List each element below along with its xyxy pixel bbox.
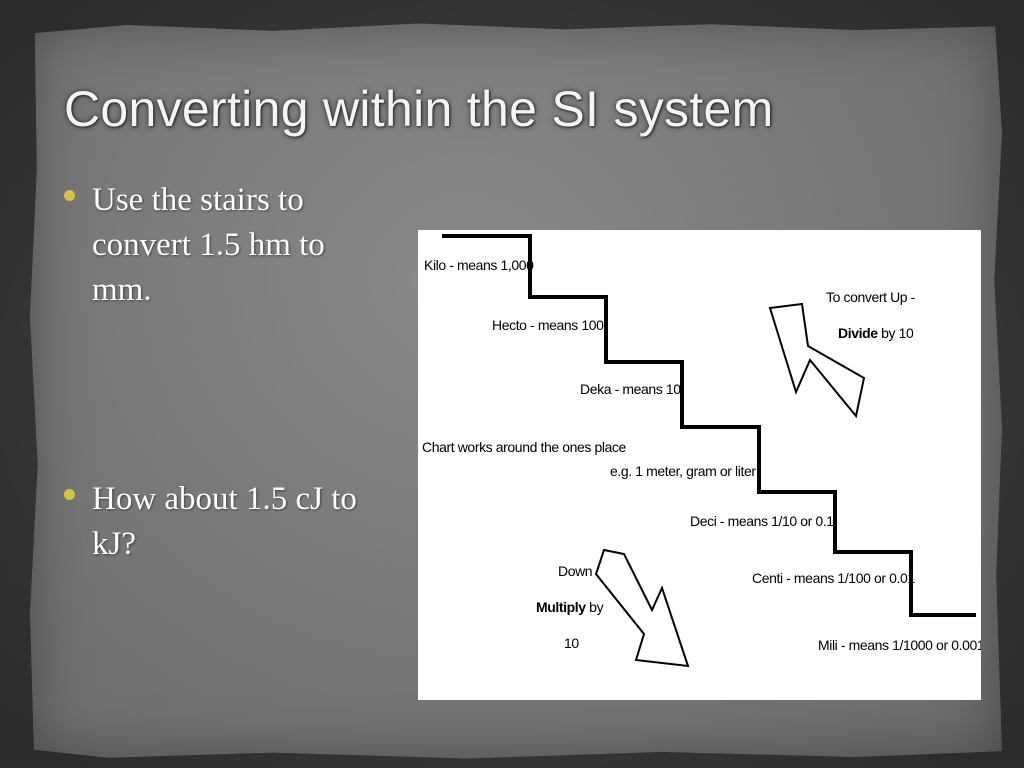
up-arrow-icon xyxy=(768,302,866,419)
staircase-steps xyxy=(442,234,976,617)
up-label-bold: Divide xyxy=(838,325,878,341)
down-label-line3: 10 xyxy=(564,635,579,651)
down-label-line2: Multiply by xyxy=(536,599,604,615)
bullet-dot-icon xyxy=(64,489,75,500)
step-label-hecto: Hecto - means 100 xyxy=(492,317,604,333)
bullet-item: How about 1.5 cJ to kJ? xyxy=(64,477,374,567)
up-label-line1: To convert Up - xyxy=(826,289,916,305)
base-note-line2: e.g. 1 meter, gram or liter xyxy=(610,463,756,479)
bullet-dot-icon xyxy=(64,190,75,201)
stairs-diagram: Kilo - means 1,000 Hecto - means 100 Dek… xyxy=(422,234,981,668)
bullet-text: How about 1.5 cJ to kJ? xyxy=(92,481,357,562)
slide-title: Converting within the SI system xyxy=(64,81,774,137)
bullet-item: Use the stairs to convert 1.5 hm to mm. xyxy=(64,178,374,313)
down-label-bold: Multiply xyxy=(536,599,586,615)
step-label-mili: Mili - means 1/1000 or 0.001 xyxy=(818,637,981,653)
base-note-line1: Chart works around the ones place xyxy=(422,439,627,455)
down-label-line1: Down xyxy=(558,563,592,579)
metric-stairs-figure: Kilo - means 1,000 Hecto - means 100 Dek… xyxy=(418,230,981,700)
step-label-deci: Deci - means 1/10 or 0.1 xyxy=(690,513,834,529)
step-label-kilo: Kilo - means 1,000 xyxy=(424,257,534,273)
bullet-text: Use the stairs to convert 1.5 hm to mm. xyxy=(92,182,325,308)
down-label-rest: by xyxy=(586,599,604,615)
down-arrow-icon xyxy=(594,548,690,668)
up-label-line2: Divide by 10 xyxy=(838,325,914,341)
step-label-deka: Deka - means 10 xyxy=(580,381,681,397)
up-label-rest: by 10 xyxy=(878,325,914,341)
step-label-centi: Centi - means 1/100 or 0.01 xyxy=(752,570,915,586)
